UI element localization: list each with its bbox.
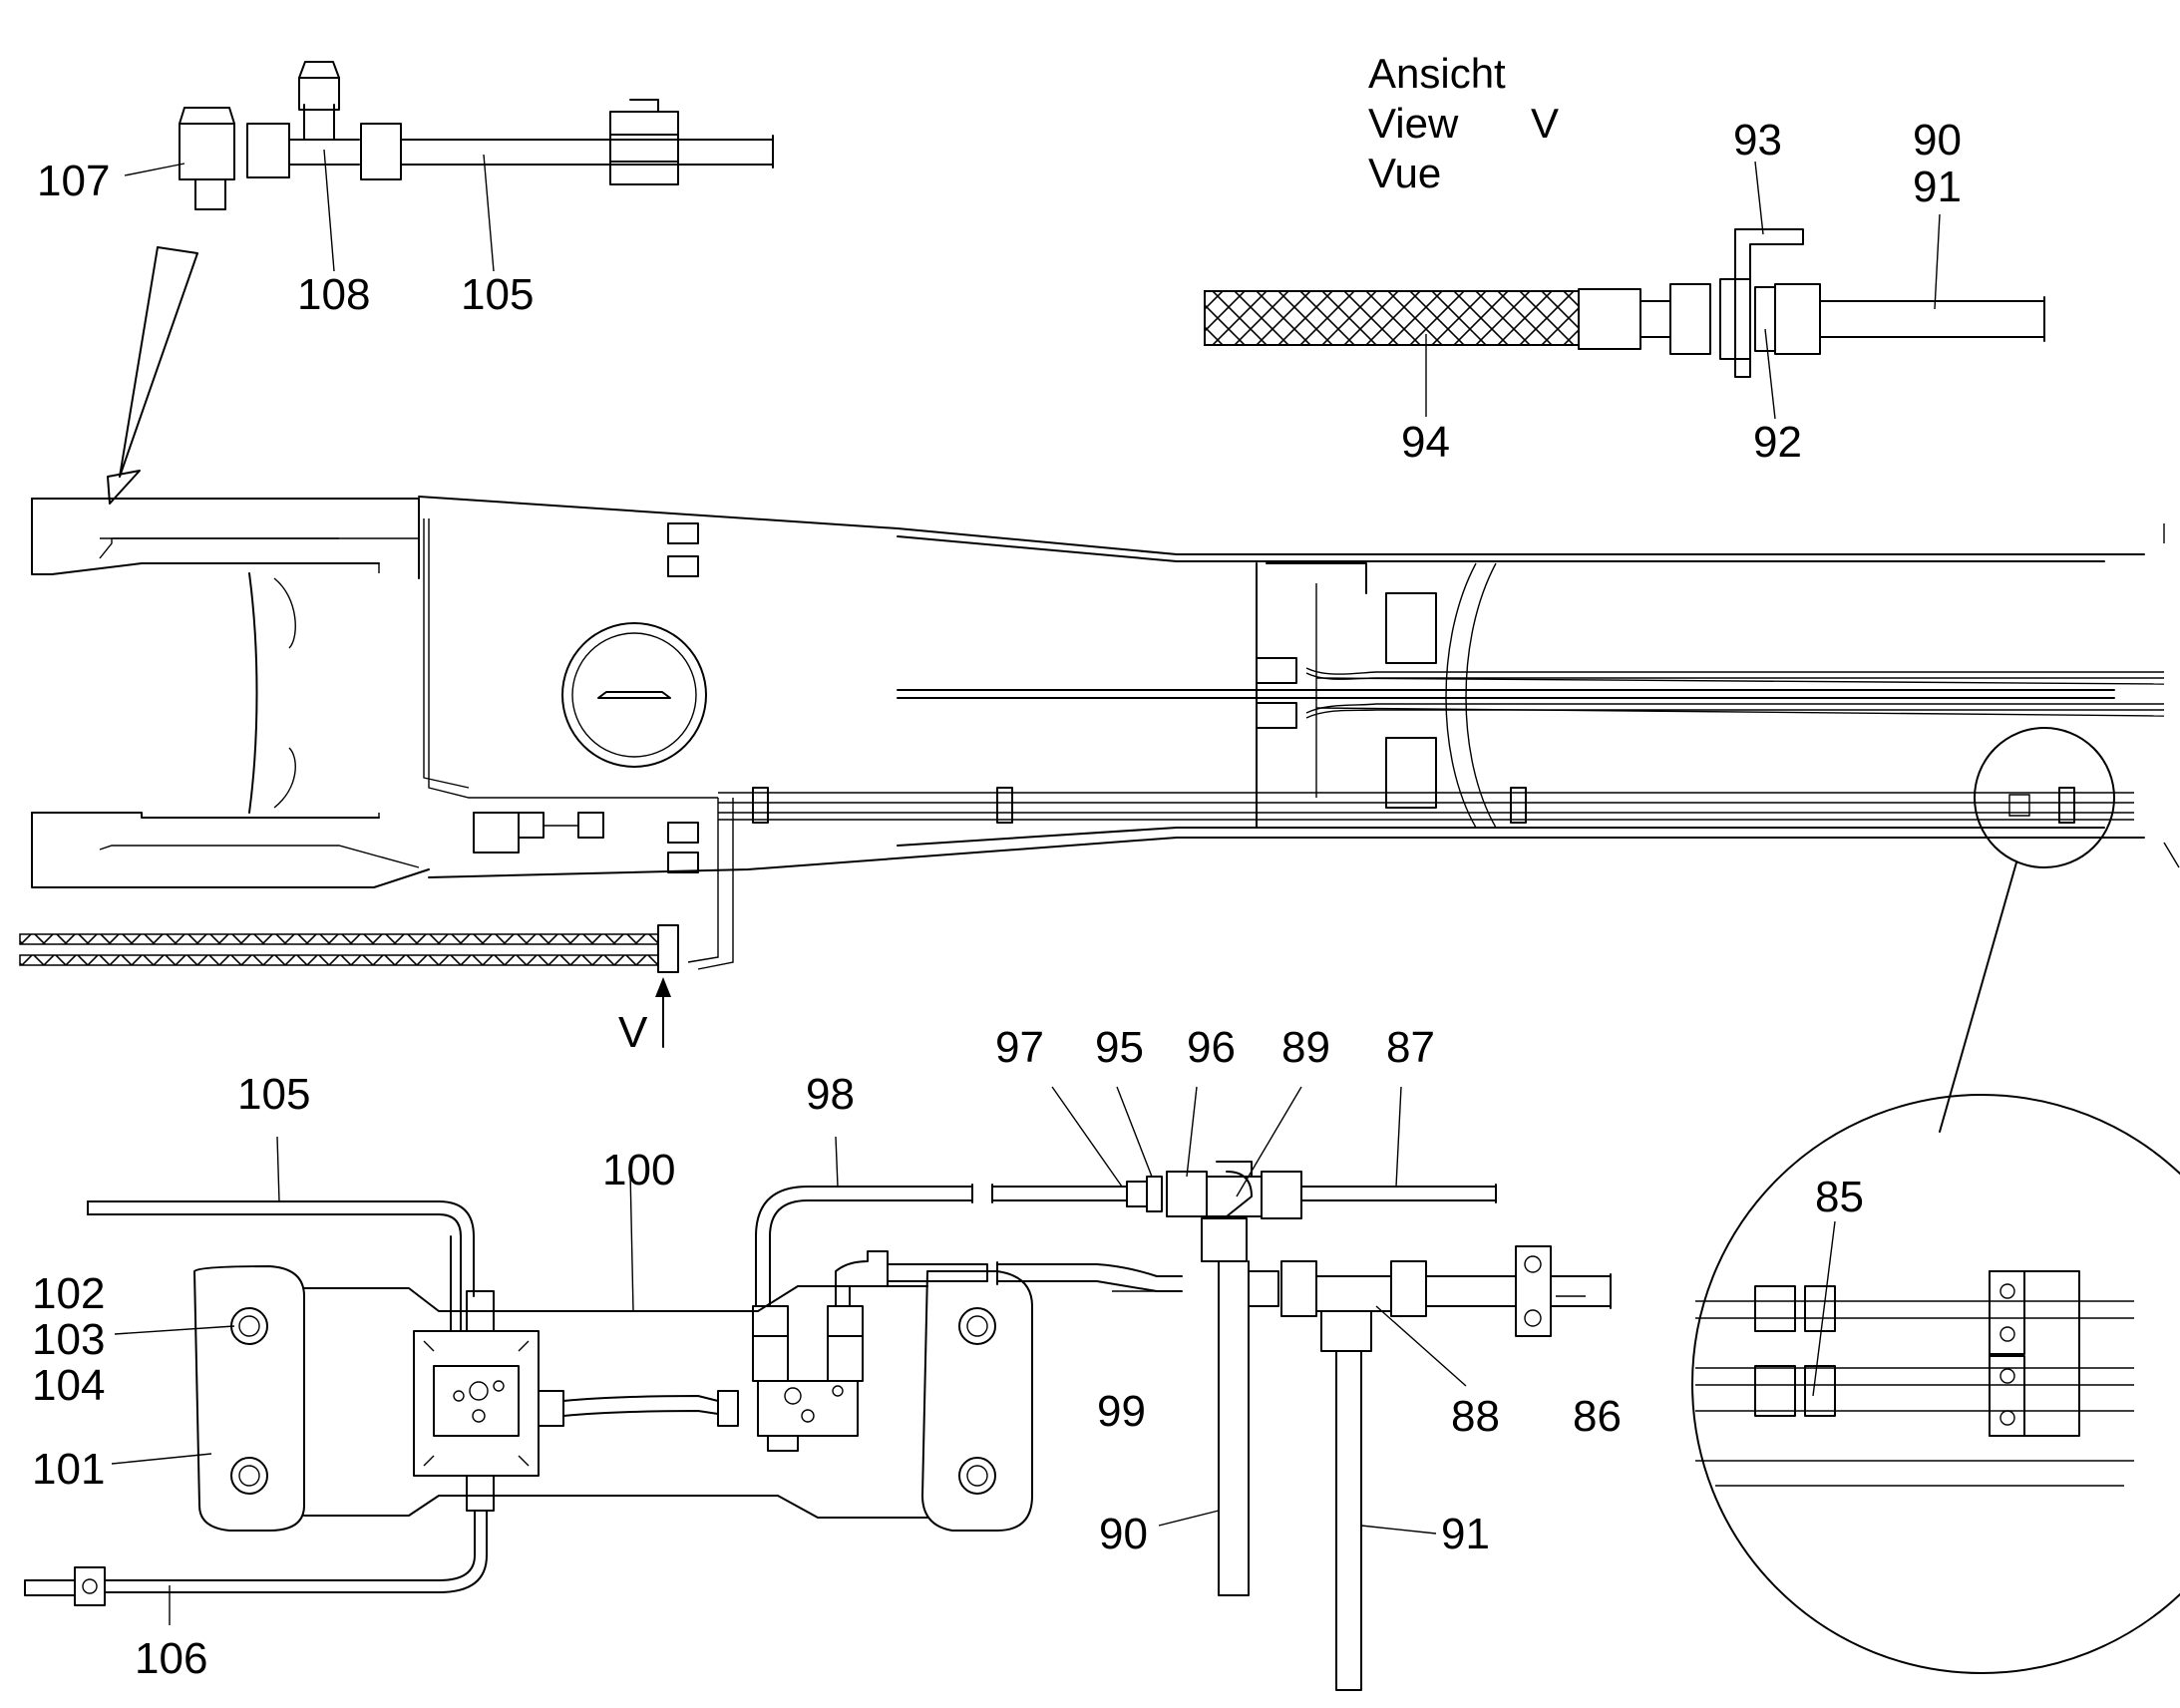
- label-89: 89: [1281, 1023, 1330, 1072]
- label-102: 102: [32, 1269, 105, 1318]
- detail-fitting-107: [179, 61, 774, 210]
- label-85: 85: [1815, 1173, 1864, 1221]
- label-88: 88: [1451, 1392, 1500, 1441]
- view-title-de: Ansicht: [1368, 50, 1506, 97]
- boom-assembly: [19, 496, 2180, 1048]
- label-90-bottom: 90: [1099, 1510, 1148, 1558]
- label-86: 86: [1573, 1392, 1622, 1441]
- label-98: 98: [806, 1070, 855, 1119]
- detail-pointer: [107, 246, 198, 505]
- label-87: 87: [1386, 1023, 1435, 1072]
- label-104: 104: [32, 1361, 105, 1410]
- label-92: 92: [1753, 418, 1802, 467]
- label-101: 101: [32, 1445, 105, 1494]
- view-v-detail: [1204, 228, 2045, 378]
- label-94: 94: [1401, 418, 1450, 467]
- label-100: 100: [602, 1146, 675, 1195]
- view-marker-v: V: [618, 1008, 648, 1057]
- bottom-manifold-assembly: [24, 1161, 1612, 1691]
- label-95: 95: [1095, 1023, 1144, 1072]
- part-labels: 107 108 105 93 90 91 94 92 97 95 96 89 8…: [32, 116, 1962, 1683]
- view-title: Ansicht View V Vue: [1368, 50, 1559, 196]
- label-99: 99: [1097, 1387, 1146, 1436]
- label-108: 108: [297, 270, 370, 319]
- label-93: 93: [1733, 116, 1782, 165]
- label-106: 106: [135, 1634, 207, 1683]
- label-91-bottom: 91: [1441, 1510, 1490, 1558]
- label-96: 96: [1187, 1023, 1236, 1072]
- label-107: 107: [37, 157, 110, 205]
- view-title-en: View: [1368, 100, 1459, 147]
- detail-circle-leader: [1939, 861, 2017, 1133]
- label-97: 97: [995, 1023, 1044, 1072]
- label-105-bottom: 105: [237, 1070, 310, 1119]
- label-103: 103: [32, 1315, 105, 1364]
- leader-lines: [111, 149, 1941, 1625]
- view-title-letter: V: [1531, 100, 1559, 147]
- view-title-fr: Vue: [1368, 150, 1441, 196]
- label-90-top: 90: [1913, 116, 1962, 165]
- round-detail-85: [1691, 1094, 2180, 1674]
- label-105-top: 105: [461, 270, 534, 319]
- label-91-top: 91: [1913, 163, 1962, 211]
